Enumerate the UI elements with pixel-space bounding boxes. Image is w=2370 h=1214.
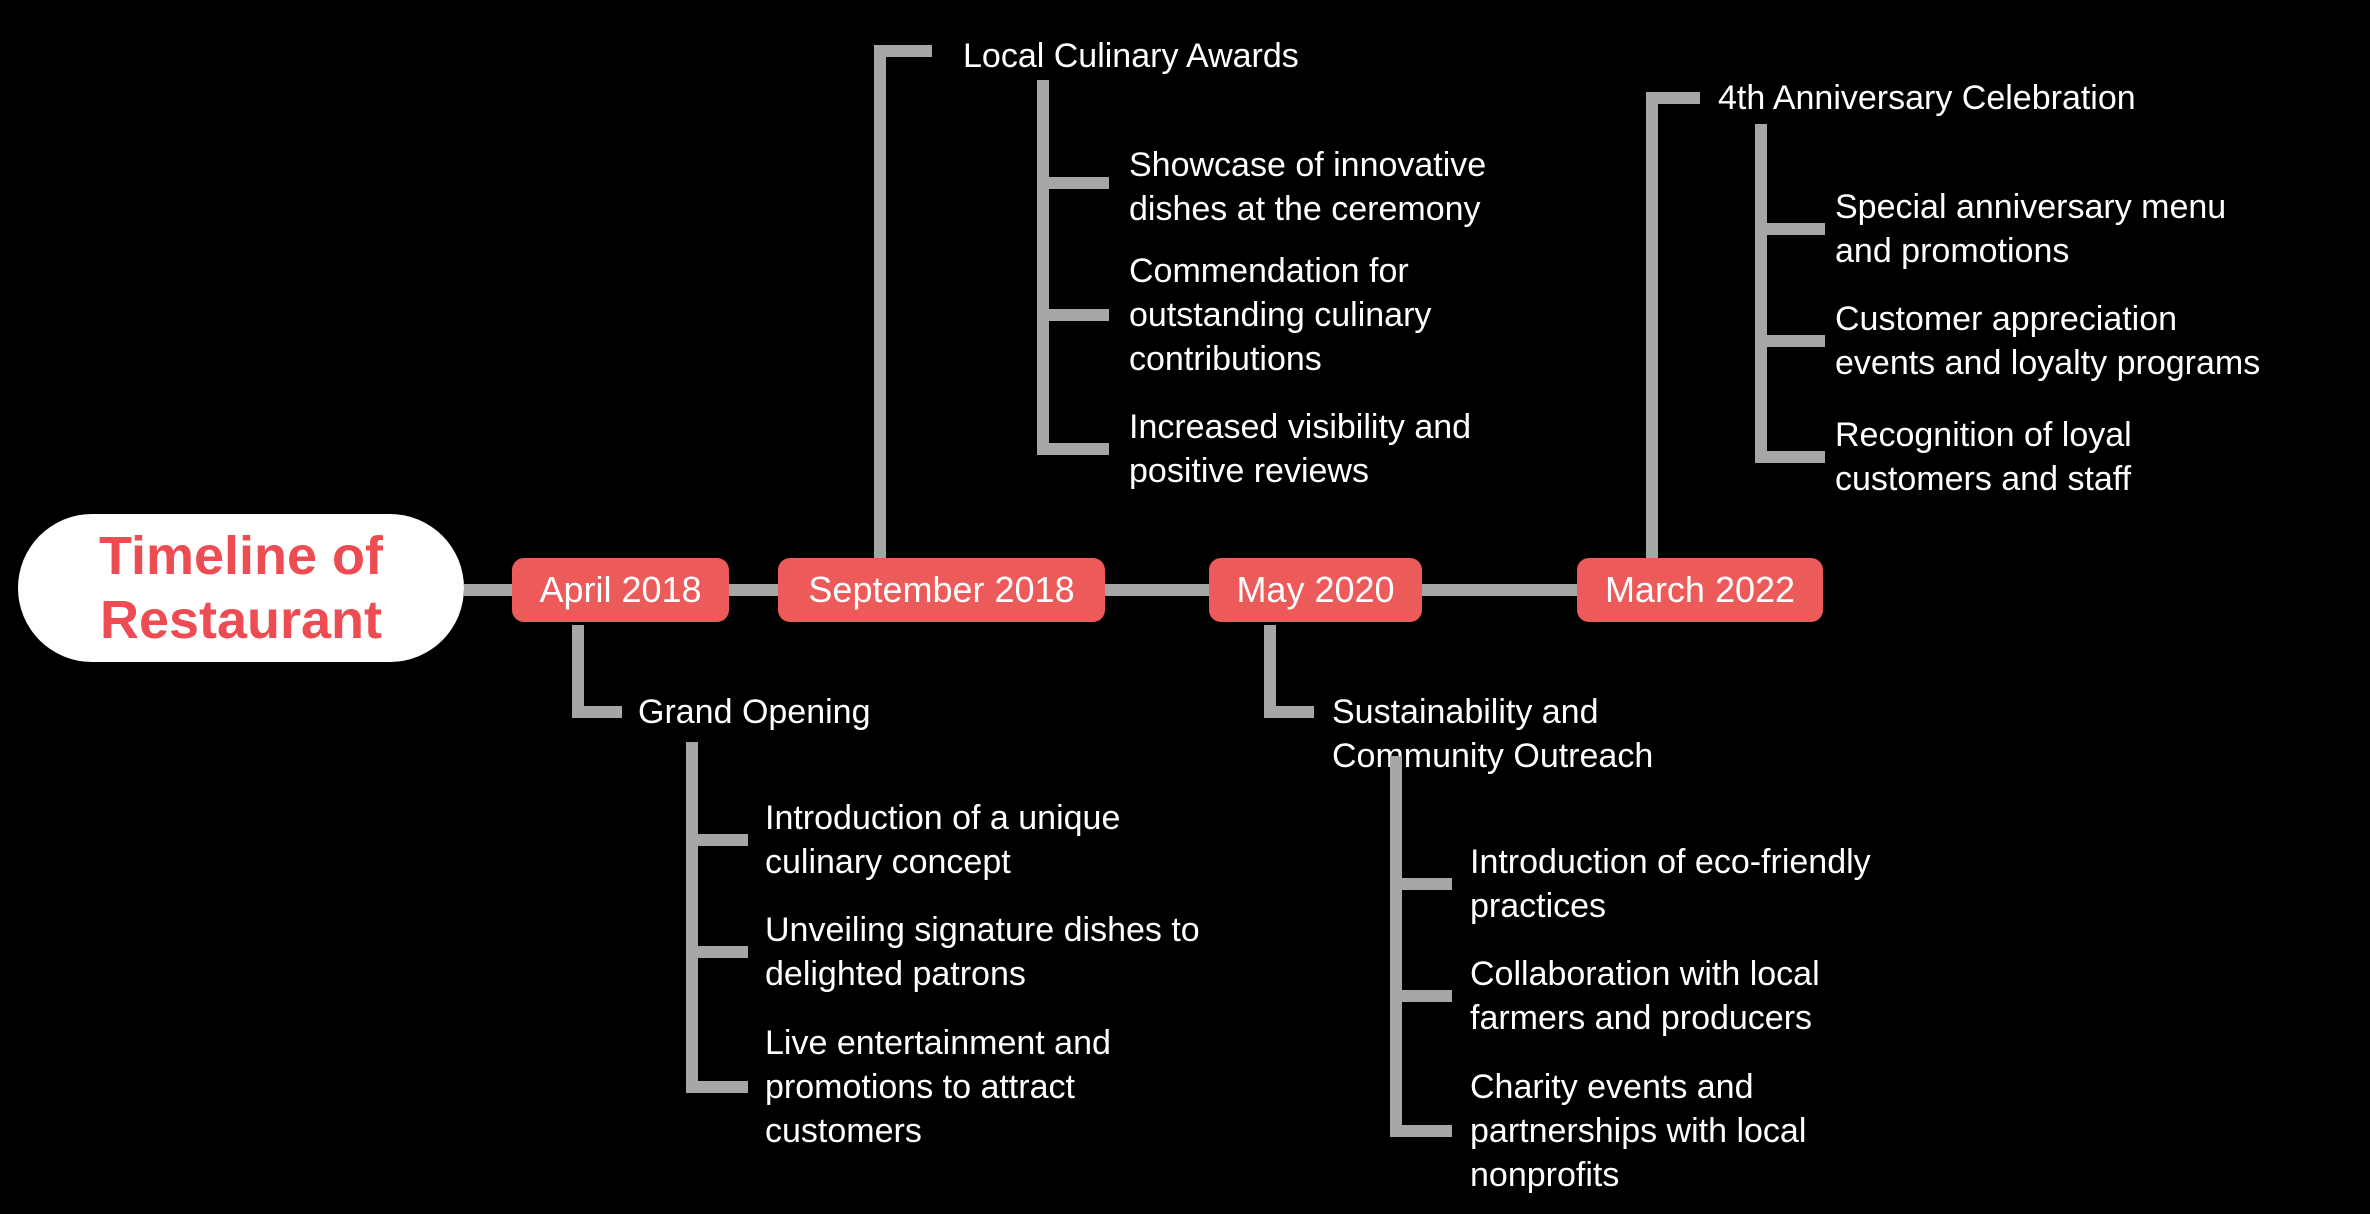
detail-item-recognition-loyal[interactable]: Recognition of loyal customers and staff xyxy=(1835,413,2132,501)
detail-line: Introduction of eco-friendly xyxy=(1470,843,1871,881)
detail-line: events and loyalty programs xyxy=(1835,344,2261,382)
trunk-segment-1 xyxy=(464,584,512,596)
detail-item-unique-concept[interactable]: Introduction of a unique culinary concep… xyxy=(765,796,1120,884)
detail-item-local-farmers[interactable]: Collaboration with local farmers and pro… xyxy=(1470,952,1820,1040)
detail-line: nonprofits xyxy=(1470,1156,1620,1194)
detail-item-increased-visibility[interactable]: Increased visibility and positive review… xyxy=(1129,405,1471,493)
root-title-line-2: Restaurant xyxy=(99,590,383,650)
event-label-line: Grand Opening xyxy=(638,693,871,731)
root-title-line-1: Timeline of xyxy=(98,526,384,586)
event-label-grand-opening[interactable]: Grand Opening xyxy=(638,690,871,734)
connector-march-branch-vertical xyxy=(1646,92,1658,558)
detail-line: Commendation for xyxy=(1129,252,1409,290)
event-label-line: Community Outreach xyxy=(1332,737,1654,775)
detail-line: Charity events and xyxy=(1470,1068,1754,1106)
connector-awards-detail-vertical xyxy=(1037,80,1049,455)
timeline-node-march-2022[interactable]: March 2022 xyxy=(1577,558,1823,622)
detail-item-special-menu[interactable]: Special anniversary menu and promotions xyxy=(1835,185,2226,273)
trunk-segment-3 xyxy=(1105,584,1209,596)
detail-line: delighted patrons xyxy=(765,955,1026,993)
event-label-line: 4th Anniversary Celebration xyxy=(1718,79,2136,117)
detail-line: Customer appreciation xyxy=(1835,300,2178,338)
detail-line: and promotions xyxy=(1835,232,2070,270)
detail-item-commendation[interactable]: Commendation for outstanding culinary co… xyxy=(1129,249,1431,381)
detail-line: Live entertainment and xyxy=(765,1024,1111,1062)
detail-line: farmers and producers xyxy=(1470,999,1813,1037)
connector-anniversary-detail-stub-3 xyxy=(1767,451,1825,463)
trunk-segment-4 xyxy=(1422,584,1577,596)
connector-september-branch-elbow xyxy=(874,45,932,57)
connector-sustainability-detail-stub-1 xyxy=(1402,878,1452,890)
connector-september-branch-vertical xyxy=(874,45,886,558)
connector-opening-detail-stub-3 xyxy=(698,1081,748,1093)
detail-line: promotions to attract xyxy=(765,1068,1075,1106)
detail-line: outstanding culinary xyxy=(1129,296,1432,334)
detail-line: contributions xyxy=(1129,340,1322,378)
timeline-node-may-2020[interactable]: May 2020 xyxy=(1209,558,1422,622)
timeline-node-september-2018[interactable]: September 2018 xyxy=(778,558,1105,622)
detail-item-showcase-dishes[interactable]: Showcase of innovative dishes at the cer… xyxy=(1129,143,1486,231)
connector-awards-detail-stub-3 xyxy=(1049,443,1109,455)
timeline-node-april-2018[interactable]: April 2018 xyxy=(512,558,729,622)
detail-line: culinary concept xyxy=(765,843,1011,881)
connector-anniversary-detail-stub-2 xyxy=(1767,335,1825,347)
connector-may-branch-elbow xyxy=(1264,706,1314,718)
detail-line: Collaboration with local xyxy=(1470,955,1820,993)
connector-opening-detail-vertical xyxy=(686,742,698,1093)
connector-awards-detail-stub-1 xyxy=(1049,177,1109,189)
detail-item-charity-events[interactable]: Charity events and partnerships with loc… xyxy=(1470,1065,1806,1197)
detail-line: Introduction of a unique xyxy=(765,799,1121,837)
event-label-line: Sustainability and xyxy=(1332,693,1599,731)
event-label-local-culinary-awards[interactable]: Local Culinary Awards xyxy=(963,34,1299,78)
detail-line: practices xyxy=(1470,887,1607,925)
detail-item-live-entertainment[interactable]: Live entertainment and promotions to att… xyxy=(765,1021,1111,1153)
connector-sustainability-detail-stub-2 xyxy=(1402,990,1452,1002)
connector-opening-detail-stub-2 xyxy=(698,946,748,958)
detail-line: Special anniversary menu xyxy=(1835,188,2227,226)
event-label-sustainability[interactable]: Sustainability and Community Outreach xyxy=(1332,690,1653,778)
connector-opening-detail-stub-1 xyxy=(698,834,748,846)
detail-item-eco-friendly[interactable]: Introduction of eco-friendly practices xyxy=(1470,840,1871,928)
connector-sustainability-detail-stub-3 xyxy=(1402,1125,1452,1137)
detail-line: positive reviews xyxy=(1129,452,1369,490)
connector-april-branch-vertical xyxy=(572,625,584,718)
detail-line: dishes at the ceremony xyxy=(1129,190,1481,228)
detail-item-customer-appreciation[interactable]: Customer appreciation events and loyalty… xyxy=(1835,297,2260,385)
detail-line: customers and staff xyxy=(1835,460,2132,498)
connector-sustainability-detail-vertical xyxy=(1390,756,1402,1137)
detail-line: Increased visibility and xyxy=(1129,408,1472,446)
connector-anniversary-detail-stub-1 xyxy=(1767,223,1825,235)
detail-line: partnerships with local xyxy=(1470,1112,1807,1150)
detail-item-signature-dishes[interactable]: Unveiling signature dishes to delighted … xyxy=(765,908,1200,996)
detail-line: Showcase of innovative xyxy=(1129,146,1487,184)
detail-line: Recognition of loyal xyxy=(1835,416,2132,454)
connector-april-branch-elbow xyxy=(572,706,622,718)
connector-march-branch-elbow xyxy=(1646,92,1700,104)
detail-line: customers xyxy=(765,1112,922,1150)
connector-awards-detail-stub-2 xyxy=(1049,309,1109,321)
root-node[interactable]: Timeline of Restaurant xyxy=(18,514,464,662)
event-label-line: Local Culinary Awards xyxy=(963,37,1299,75)
connector-may-branch-vertical xyxy=(1264,625,1276,718)
trunk-segment-2 xyxy=(729,584,778,596)
event-label-4th-anniversary[interactable]: 4th Anniversary Celebration xyxy=(1718,76,2136,120)
connector-anniversary-detail-vertical xyxy=(1755,124,1767,463)
detail-line: Unveiling signature dishes to xyxy=(765,911,1200,949)
